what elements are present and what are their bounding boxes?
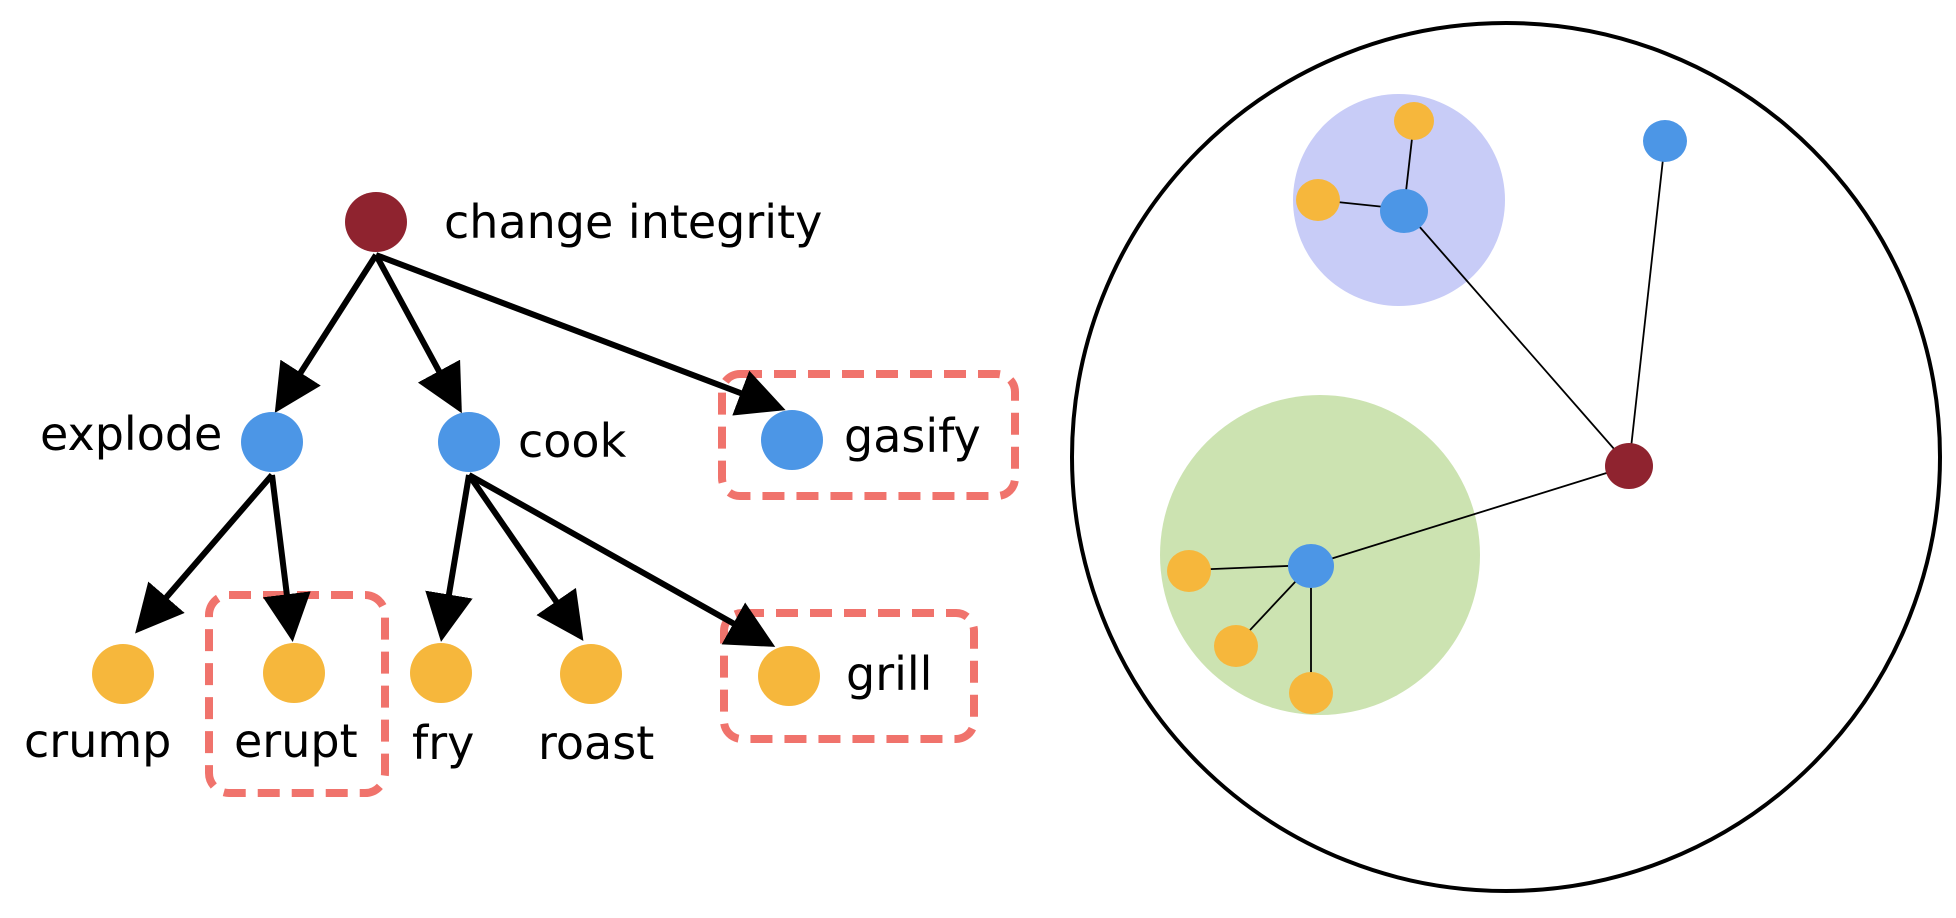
- embedding-view: [1070, 21, 1942, 893]
- node-change-integrity: [345, 192, 407, 252]
- node-cook: [438, 412, 500, 472]
- edge-cook-roast: [466, 473, 584, 641]
- node-crump: [92, 644, 154, 704]
- grill-highlight-box: [720, 609, 978, 743]
- embed-edge-root-cluster-green: [1310, 465, 1630, 566]
- node-explode: [241, 412, 303, 472]
- embed-node-root: [1605, 443, 1653, 489]
- node-fry: [410, 643, 472, 703]
- node-gasify: [761, 410, 823, 470]
- edge-root-cook: [373, 253, 462, 414]
- node-erupt: [263, 643, 325, 703]
- embed-node-top-blue: [1643, 120, 1687, 162]
- embed-node-cluster-blue-left-leaf: [1296, 179, 1340, 221]
- label-explode: explode: [40, 407, 222, 461]
- edge-cook-grill: [467, 472, 776, 647]
- embedding-boundary: [1070, 21, 1942, 893]
- embed-node-cluster-green-left-leaf: [1167, 550, 1211, 592]
- embed-node-cluster-green-bottom-leaf: [1289, 672, 1333, 714]
- label-crump: crump: [24, 714, 171, 768]
- embed-node-cluster-green-center: [1288, 544, 1334, 588]
- node-roast: [560, 644, 622, 704]
- tree-diagram: change integrity explode cook gasify cru…: [24, 192, 1019, 797]
- label-grill: grill: [846, 647, 932, 701]
- embed-node-cluster-blue-top-leaf: [1394, 102, 1434, 140]
- embed-node-cluster-green-middle-leaf: [1214, 625, 1258, 667]
- edge-cook-fry: [425, 474, 473, 642]
- gasify-highlight-box: [718, 370, 1019, 500]
- edge-explode-erupt: [263, 474, 311, 642]
- edge-root-gasify: [374, 252, 786, 416]
- node-grill: [758, 646, 820, 706]
- embed-edge-root-cluster-blue: [1403, 208, 1630, 467]
- embed-edge-root-top-blue: [1628, 140, 1666, 467]
- label-fry: fry: [412, 716, 474, 770]
- edge-root-explode: [274, 253, 379, 414]
- label-erupt: erupt: [234, 714, 358, 768]
- label-roast: roast: [538, 716, 654, 770]
- label-change-integrity: change integrity: [444, 195, 822, 249]
- label-cook: cook: [518, 414, 627, 468]
- edge-explode-crump: [135, 473, 275, 634]
- label-gasify: gasify: [844, 409, 981, 463]
- embed-node-cluster-blue-center: [1380, 189, 1428, 233]
